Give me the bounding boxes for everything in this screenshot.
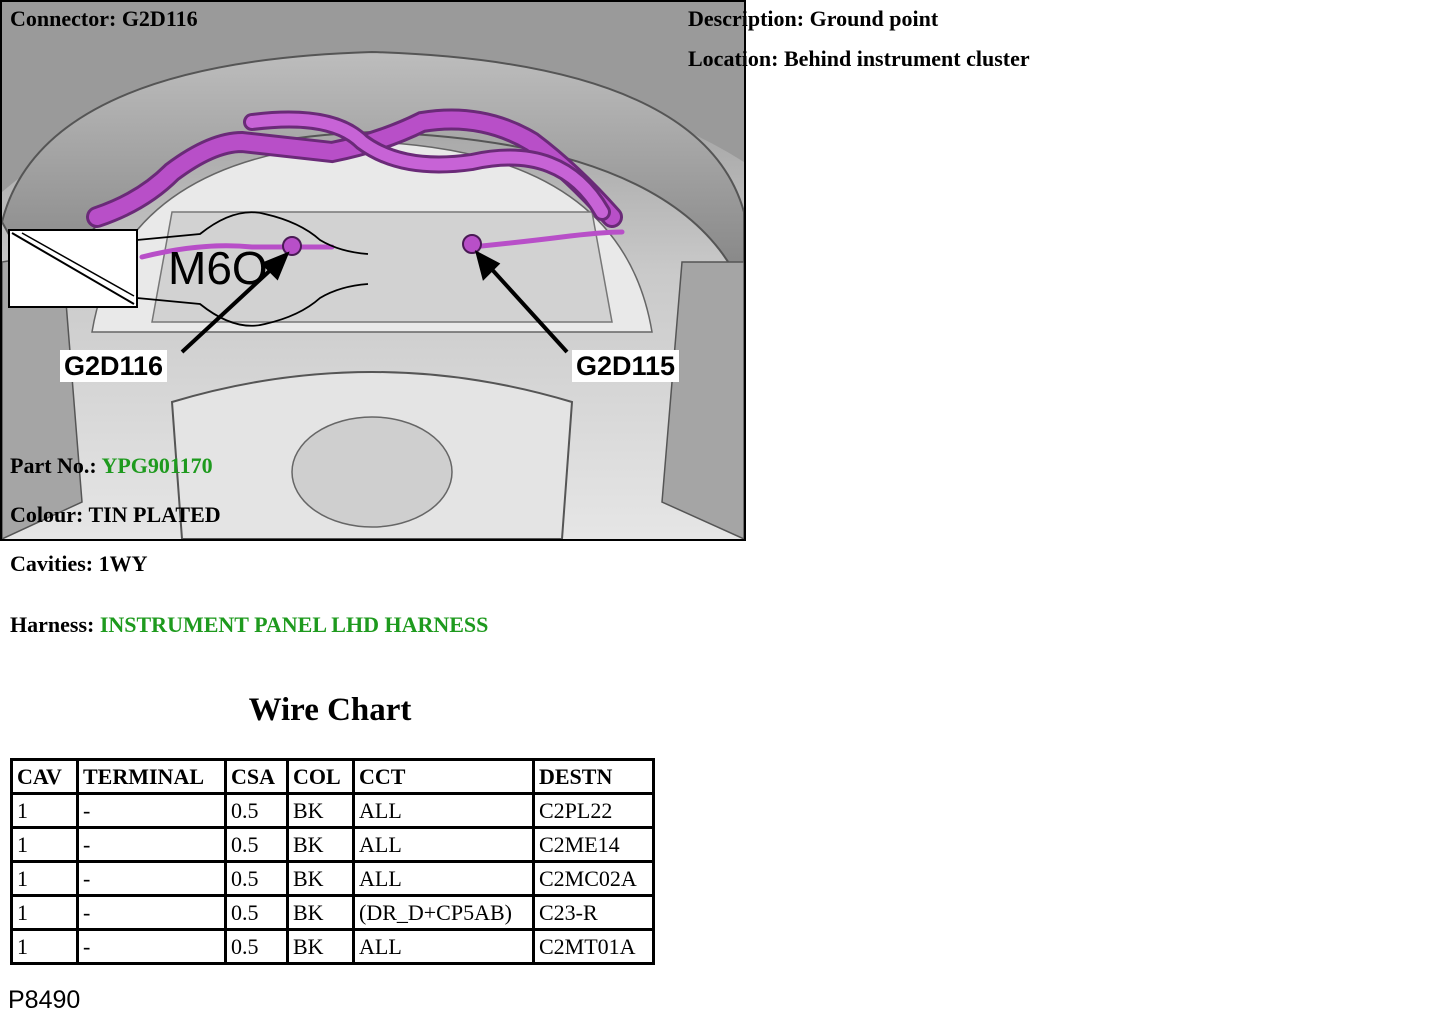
col-header-destn: DESTN bbox=[532, 758, 655, 795]
cell-csa: 0.5 bbox=[224, 792, 289, 829]
part-no-label: Part No.: bbox=[10, 453, 97, 478]
col-header-csa: CSA bbox=[224, 758, 289, 795]
connector-label: Connector: bbox=[10, 6, 117, 31]
cell-col: BK bbox=[286, 928, 355, 965]
cell-cav: 1 bbox=[10, 894, 79, 931]
cell-terminal: - bbox=[76, 792, 227, 829]
location-photo: G2D116 G2D115 P8490 bbox=[0, 0, 746, 1015]
cell-cct: ALL bbox=[352, 792, 535, 829]
col-header-col: COL bbox=[286, 758, 355, 795]
cell-terminal: - bbox=[76, 894, 227, 931]
cell-cct: ALL bbox=[352, 928, 535, 965]
col-header-cav: CAV bbox=[10, 758, 79, 795]
table-row: 1 - 0.5 BK ALL C2PL22 bbox=[10, 792, 655, 829]
harness-label: Harness: bbox=[10, 612, 95, 637]
cell-csa: 0.5 bbox=[224, 826, 289, 863]
cell-destn: C2MT01A bbox=[532, 928, 655, 965]
cell-cav: 1 bbox=[10, 792, 79, 829]
part-no-field: Part No.: YPG901170 bbox=[10, 453, 213, 479]
description-label: Description: bbox=[688, 6, 805, 31]
colour-label: Colour: bbox=[10, 502, 84, 527]
location-label: Location: bbox=[688, 46, 779, 71]
cell-destn: C2PL22 bbox=[532, 792, 655, 829]
table-row: 1 - 0.5 BK ALL C2MC02A bbox=[10, 860, 655, 897]
description-value: Ground point bbox=[809, 6, 939, 31]
connector-value: G2D116 bbox=[121, 6, 198, 31]
cavities-label: Cavities: bbox=[10, 551, 94, 576]
callout-g2d115: G2D115 bbox=[572, 350, 680, 382]
cell-terminal: - bbox=[76, 928, 227, 965]
cavities-value: 1WY bbox=[98, 551, 148, 576]
cell-col: BK bbox=[286, 860, 355, 897]
colour-value: TIN PLATED bbox=[88, 502, 221, 527]
cell-terminal: - bbox=[76, 826, 227, 863]
terminal-stud-label: M6O bbox=[168, 242, 268, 294]
cell-cct: ALL bbox=[352, 826, 535, 863]
cell-destn: C2MC02A bbox=[532, 860, 655, 897]
harness-field: Harness: INSTRUMENT PANEL LHD HARNESS bbox=[10, 612, 488, 638]
table-row: 1 - 0.5 BK ALL C2MT01A bbox=[10, 928, 655, 965]
harness-link[interactable]: INSTRUMENT PANEL LHD HARNESS bbox=[99, 612, 489, 637]
table-row: 1 - 0.5 BK ALL C2ME14 bbox=[10, 826, 655, 863]
col-header-terminal: TERMINAL bbox=[76, 758, 227, 795]
table-row: 1 - 0.5 BK (DR_D+CP5AB) C23-R bbox=[10, 894, 655, 931]
cell-csa: 0.5 bbox=[224, 894, 289, 931]
location-field: Location: Behind instrument cluster bbox=[688, 46, 1030, 72]
description-field: Description: Ground point bbox=[688, 6, 938, 32]
cell-csa: 0.5 bbox=[224, 860, 289, 897]
cell-cav: 1 bbox=[10, 928, 79, 965]
cell-terminal: - bbox=[76, 860, 227, 897]
cell-cct: (DR_D+CP5AB) bbox=[352, 894, 535, 931]
ring-terminal-drawing: M6O bbox=[0, 200, 380, 340]
connector-field: Connector: G2D116 bbox=[10, 6, 198, 32]
part-no-link[interactable]: YPG901170 bbox=[101, 453, 213, 478]
wire-chart-header-row: CAV TERMINAL CSA COL CCT DESTN bbox=[10, 758, 655, 795]
cell-cct: ALL bbox=[352, 860, 535, 897]
wire-chart-table: CAV TERMINAL CSA COL CCT DESTN 1 - 0.5 B… bbox=[10, 758, 655, 965]
col-header-cct: CCT bbox=[352, 758, 535, 795]
wire-chart-title: Wire Chart bbox=[248, 692, 412, 728]
colour-field: Colour: TIN PLATED bbox=[10, 502, 221, 528]
cell-csa: 0.5 bbox=[224, 928, 289, 965]
cell-destn: C2ME14 bbox=[532, 826, 655, 863]
callout-g2d116: G2D116 bbox=[60, 350, 168, 382]
cavities-field: Cavities: 1WY bbox=[10, 551, 147, 577]
cell-col: BK bbox=[286, 792, 355, 829]
cell-cav: 1 bbox=[10, 860, 79, 897]
cell-col: BK bbox=[286, 826, 355, 863]
cell-cav: 1 bbox=[10, 826, 79, 863]
cell-destn: C23-R bbox=[532, 894, 655, 931]
location-value: Behind instrument cluster bbox=[783, 46, 1030, 71]
cell-col: BK bbox=[286, 894, 355, 931]
